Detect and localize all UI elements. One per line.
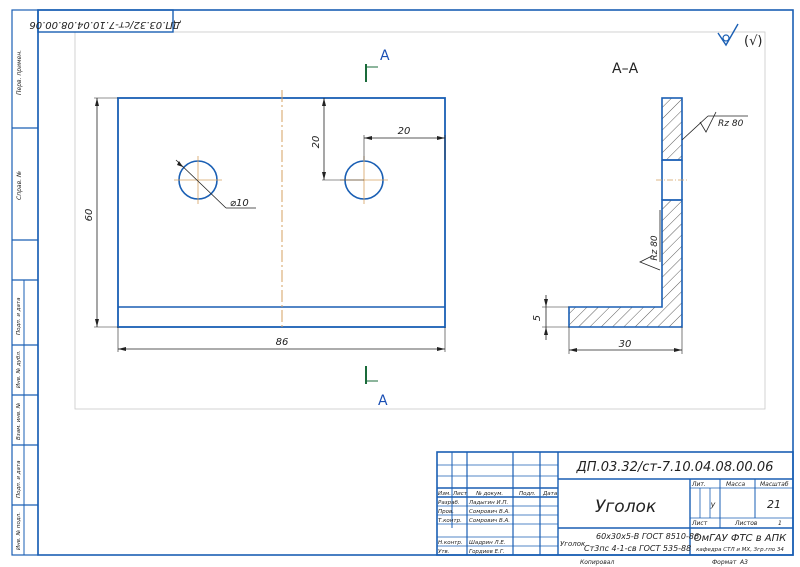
side-label-7: Инв. № подл. [16,512,22,550]
part-name: Уголок [595,497,657,517]
side-label-6: Подп. и дата [16,460,22,498]
dim-rz-side: Rz 80 [650,235,660,261]
roughness-circle-icon [722,34,730,42]
row-name-3: Сомрович В.А. [469,518,510,524]
row-name-5: Гордиев Е.Г. [469,549,505,555]
dim-hole-diameter: ⌀10 [230,198,249,209]
cut-marker-top: А [380,48,390,64]
format-label: Формат [712,559,737,566]
dim-height: 60 [84,209,95,222]
side-strip: Перв. примен. Справ. № Подп. и дата Инв.… [11,9,39,556]
header-lit: Лит. [691,481,706,488]
col-header-list: Лист [452,491,468,497]
row-role-1: Разраб. [438,500,460,506]
sheet-label: Лист [691,520,708,527]
row-role-3: Т.контр. [438,518,462,524]
copied-label: Копировал [580,559,614,566]
dim-rz-top: Rz 80 [718,119,744,129]
sheets-label: Листов [734,520,758,527]
header-scale: Масштаб [760,481,789,488]
row-name-4: Шадрин Л.Е. [469,540,506,546]
material-line2: Ст3пс 4-1-св ГОСТ 535-88 [584,544,691,553]
col-header-date: Дата [542,491,558,497]
title-block [436,451,794,556]
row-role-4: Н.контр. [438,540,463,546]
cut-marker-bottom: А [378,393,388,409]
col-header-doc: № докум. [475,491,503,497]
section-view: А–А Rz 80 Rz 80 5 30 [532,61,748,354]
title-block-text: ДП.03.32/ст-7.10.04.08.00.06 Уголок Лит.… [438,460,789,566]
row-role-2: Пров. [438,509,454,515]
view-frame [74,31,766,410]
general-roughness: (√) [717,23,762,49]
side-label-5: Взам. инв. № [16,402,22,440]
roughness-general-label: (√) [744,34,762,49]
litera: у [710,500,716,509]
material-line1: 60х30х5-В ГОСТ 8510-86 [596,532,699,541]
side-label-3: Подп. и дата [16,297,22,335]
side-label-4: Инв. № дубл. [16,350,22,388]
organization: ОмГАУ ФТС в АПК [694,533,787,544]
dim-hole-offset-x: 20 [398,126,411,137]
dim-width: 86 [276,337,289,348]
header-mass: Масса [726,481,745,488]
front-view: ⌀10 60 86 20 20 А А [84,48,446,409]
side-label-2: Справ. № [16,171,23,200]
roughness-check-icon [717,23,739,47]
top-stamp-number: ДП.03.32/ст-7.10.04.08.00.06 [29,19,181,30]
format-value: А3 [739,559,748,566]
row-role-5: Утв. [438,549,450,555]
col-header-sign: Подп. [519,491,536,497]
scale-value: 21 [767,498,781,511]
row-name-2: Сомрович В.А. [469,509,510,515]
material-prefix: Уголок [560,540,586,548]
drawing-number: ДП.03.32/ст-7.10.04.08.00.06 [576,460,774,475]
sheets-value: 1 [778,520,782,527]
dim-section-width: 30 [619,339,632,350]
organization-sub: кафедра СТЛ и МХ, 3гр.гпо 34 [696,547,784,553]
row-name-1: Ладыгин И.П. [468,500,508,506]
side-label-1: Перв. примен. [16,50,23,95]
top-stamp: ДП.03.32/ст-7.10.04.08.00.06 [29,9,182,33]
section-label: А–А [612,61,639,77]
col-header-izm: Изм. [438,491,451,497]
dim-thickness: 5 [532,315,543,321]
dim-hole-offset-y: 20 [311,136,322,149]
